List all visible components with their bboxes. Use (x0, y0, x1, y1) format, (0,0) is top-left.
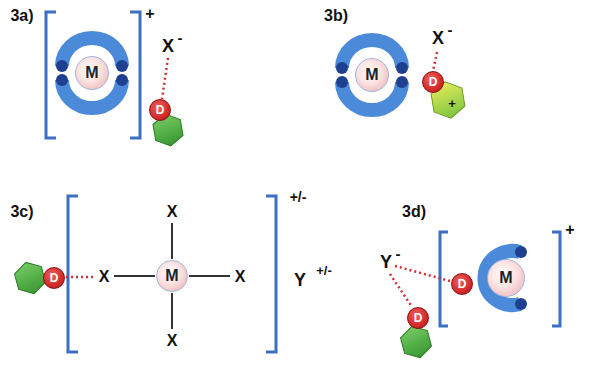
donor-atom: D (43, 267, 65, 289)
charge-sign: +/- (316, 264, 332, 277)
metal-center: M (75, 56, 109, 90)
interaction-line (66, 276, 93, 279)
anion-symbol: X (162, 37, 174, 55)
complex-bracket (440, 232, 560, 326)
node-text: M (365, 67, 378, 83)
panel-label: 3c) (10, 204, 33, 220)
ligand-symbol: X (99, 269, 110, 285)
interaction-line (390, 274, 412, 307)
ligand-symbol: X (167, 333, 178, 349)
node-text: M (165, 268, 178, 284)
node-text: D (414, 312, 423, 324)
node-text: M (85, 65, 98, 81)
donor-atom: D (422, 71, 444, 93)
panel-label: 3d) (402, 204, 426, 220)
metal-center: M (355, 58, 389, 92)
node-text: D (156, 104, 165, 116)
charge-sign: + (565, 222, 574, 238)
coordination-bonds (114, 223, 230, 329)
metal-center: M (487, 259, 525, 297)
ligand-symbol: X (235, 269, 246, 285)
charge-sign: +/- (290, 190, 307, 204)
complex-bracket (68, 196, 276, 352)
node-text: D (429, 76, 438, 88)
node-text: D (50, 272, 59, 284)
node-text: D (458, 278, 467, 290)
panel-label: 3a) (10, 8, 33, 24)
charge-sign: - (448, 22, 453, 37)
charge-sign: - (396, 246, 401, 261)
charge-sign: + (145, 6, 154, 22)
metal-center: M (156, 260, 188, 292)
counterion-symbol: Y (294, 271, 306, 289)
charge-sign: - (178, 30, 183, 45)
interaction-line (433, 52, 437, 71)
donor-atom: D (451, 273, 473, 295)
interaction-line (395, 266, 450, 281)
donor-molecule (397, 324, 435, 359)
donor-atom: D (407, 307, 429, 329)
anion-symbol: X (432, 29, 444, 47)
ligand-symbol: X (167, 204, 178, 220)
panel-label: 3b) (324, 8, 348, 24)
donor-atom: D (149, 99, 171, 121)
complex-bracket (46, 12, 140, 138)
anion-symbol: Y (380, 253, 392, 271)
node-text: M (499, 270, 512, 286)
charge-sign: + (448, 97, 456, 110)
interaction-line (162, 58, 168, 99)
